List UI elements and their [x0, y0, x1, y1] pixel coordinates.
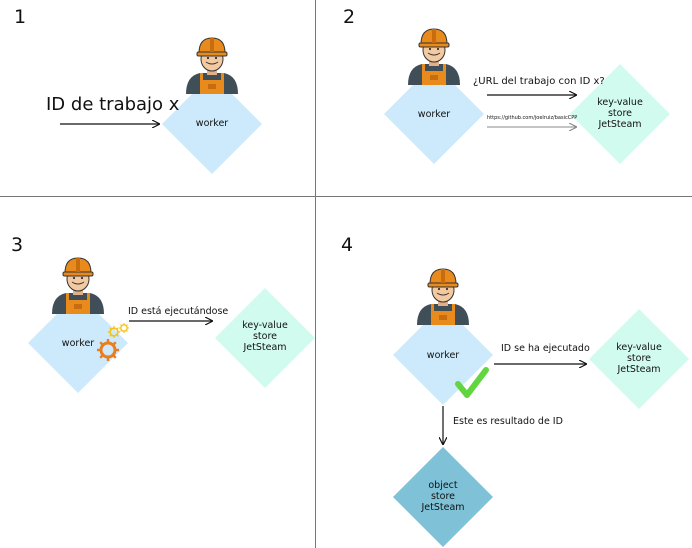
kv-store-line: store [626, 353, 652, 364]
worker-label-1: worker [195, 118, 229, 129]
worker-person-icon [51, 257, 105, 315]
kv-store-label-2: key-value store JetSteam [580, 97, 660, 130]
worker-label-4: worker [426, 350, 460, 361]
kv-store-label-4: key-value store JetSteam [599, 342, 679, 375]
panel-1-number: 1 [14, 6, 27, 28]
worker-node-2 [384, 64, 484, 164]
panel-2 [384, 28, 670, 164]
kv-store-line: key-value [242, 320, 288, 331]
executed-status-label: ID se ha ejecutado [501, 343, 590, 354]
kv-store-node-3 [215, 288, 315, 388]
object-store-node [393, 447, 493, 547]
url-request-label: ¿URL del trabajo con ID x? [473, 76, 605, 87]
worker-person-icon [407, 28, 461, 86]
worker-node-4 [393, 305, 493, 405]
kv-store-label-3: key-value store JetSteam [225, 320, 305, 353]
object-store-line: object [428, 480, 458, 491]
kv-store-line: key-value [616, 342, 662, 353]
result-label: Este es resultado de ID [453, 416, 563, 427]
worker-node-3 [28, 293, 128, 393]
kv-store-line: JetSteam [598, 119, 642, 130]
worker-person-icon [416, 268, 470, 326]
panel-4-number: 4 [341, 234, 354, 256]
kv-store-line: key-value [597, 97, 643, 108]
panel-2-number: 2 [343, 6, 356, 28]
gears-icon [118, 322, 130, 334]
kv-store-line: JetSteam [243, 342, 287, 353]
object-store-label: object store JetSteam [403, 480, 483, 513]
kv-store-node-4 [589, 309, 689, 409]
worker-label-2: worker [417, 109, 451, 120]
url-response-label: https://github.com/joelruiz/basicCPP [487, 115, 578, 121]
object-store-line: store [430, 491, 456, 502]
worker-label-3: worker [61, 338, 95, 349]
worker-person-icon [185, 37, 239, 95]
panel-4 [393, 268, 689, 547]
panel-3 [28, 257, 315, 393]
checkmark-icon [455, 367, 489, 398]
panel-3-number: 3 [11, 234, 24, 256]
worker-node-1 [162, 74, 262, 174]
kv-store-line: store [607, 108, 633, 119]
kv-store-line: store [252, 331, 278, 342]
job-id-label: ID de trabajo x [46, 94, 180, 115]
horizontal-divider [0, 196, 692, 197]
panel-1 [60, 37, 262, 174]
kv-store-node-2 [570, 64, 670, 164]
vertical-divider [315, 0, 316, 548]
running-status-label: ID está ejecutándose [128, 306, 229, 317]
kv-store-line: JetSteam [617, 364, 661, 375]
object-store-line: JetSteam [421, 502, 465, 513]
